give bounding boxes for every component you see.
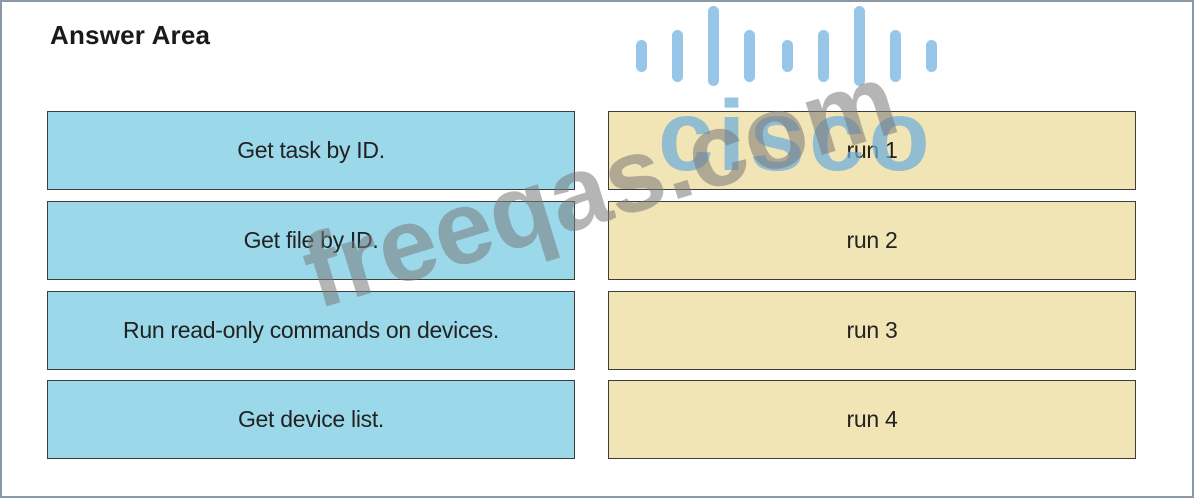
- answer-area-title: Answer Area: [50, 20, 211, 50]
- cisco-logo-bars-icon: [634, 2, 944, 92]
- drag-item-get-file[interactable]: Get file by ID.: [47, 201, 575, 280]
- drag-item-get-task[interactable]: Get task by ID.: [47, 111, 575, 190]
- drag-item-get-device-list[interactable]: Get device list.: [47, 380, 575, 459]
- drag-item-run-commands[interactable]: Run read-only commands on devices.: [47, 291, 575, 370]
- drop-target-run-4[interactable]: run 4: [608, 380, 1136, 459]
- drop-target-run-1[interactable]: run 1: [608, 111, 1136, 190]
- drop-target-run-2[interactable]: run 2: [608, 201, 1136, 280]
- drop-target-run-3[interactable]: run 3: [608, 291, 1136, 370]
